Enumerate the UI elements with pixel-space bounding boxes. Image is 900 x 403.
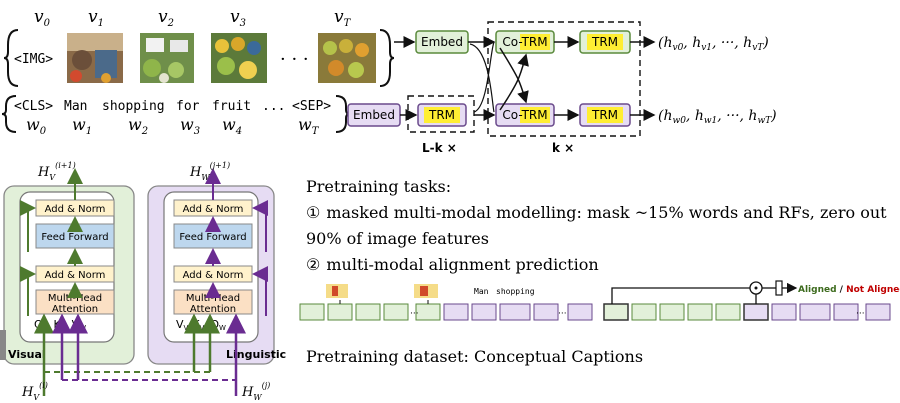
image-region-2 bbox=[140, 33, 194, 83]
trm-visual-label: TRM bbox=[591, 35, 618, 49]
svg-text:···: ··· bbox=[558, 309, 567, 319]
task1-continuation: 90% of image features bbox=[306, 229, 489, 248]
word-for: for bbox=[176, 99, 200, 114]
image-region-3 bbox=[211, 33, 267, 83]
token-w1: w1 bbox=[72, 115, 92, 137]
token-strip: Man shopping ··· ··· ··· Ali bbox=[299, 280, 900, 321]
co-trm-visual-label: Co-TRM bbox=[502, 35, 547, 49]
image-region-T bbox=[318, 33, 376, 83]
word-shopping: shopping bbox=[102, 99, 165, 114]
image-region-1 bbox=[67, 33, 123, 83]
visual-mha-label2: Attention bbox=[52, 304, 98, 315]
word-fruit: fruit bbox=[212, 99, 251, 114]
token-vT: vT bbox=[334, 7, 352, 29]
ling-feed-forward-label: Feed Forward bbox=[179, 232, 246, 243]
visual-feed-forward-label: Feed Forward bbox=[41, 232, 108, 243]
h-out-visual: HV(i+1) bbox=[37, 161, 76, 182]
ling-add-norm-top-label: Add & Norm bbox=[183, 204, 244, 215]
svg-text:···: ··· bbox=[856, 309, 865, 319]
output-visual: (hv0, hv1, ···, hvT) bbox=[658, 35, 769, 53]
visual-token-row: v0 v1 v2 v3 vT <IMG> · · · bbox=[3, 7, 395, 87]
lk-label: L-k × bbox=[422, 141, 457, 155]
visual-add-norm-top-label: Add & Norm bbox=[45, 204, 106, 215]
token-v3: v3 bbox=[230, 7, 246, 29]
co-attention-blocks: Visual Linguistic Add & Norm Feed Forwar… bbox=[0, 161, 286, 402]
img-tag: <IMG> bbox=[14, 52, 53, 67]
h-out-word: HW(j+1) bbox=[189, 161, 230, 182]
text-token-row: <CLS> Man shopping for fruit ... <SEP> w… bbox=[1, 95, 351, 137]
pipeline: Embed Embed TRM L-k × k × Co-TRM TRM Co-… bbox=[346, 21, 777, 155]
co-trm-text-label: Co-TRM bbox=[502, 108, 547, 122]
tag-sep: <SEP> bbox=[292, 99, 331, 114]
embed-text-label: Embed bbox=[353, 108, 395, 122]
ling-mha-label2: Attention bbox=[190, 304, 236, 315]
visual-add-norm-bottom-label: Add & Norm bbox=[45, 270, 106, 281]
tasks-heading: Pretraining tasks: bbox=[306, 177, 451, 196]
token-v1: v1 bbox=[88, 7, 104, 29]
dataset-line: Pretraining dataset: Conceptual Captions bbox=[306, 347, 643, 366]
embed-visual-label: Embed bbox=[421, 35, 463, 49]
ling-mha-label1: Multi-Head bbox=[186, 293, 240, 304]
strip-word-shopping: shopping bbox=[496, 287, 535, 296]
trm-text-2-label: TRM bbox=[591, 108, 618, 122]
token-v0: v0 bbox=[34, 7, 51, 29]
k-label: k × bbox=[552, 141, 574, 155]
trm-text-label: TRM bbox=[428, 108, 455, 122]
output-word: (hw0, hw1, ···, hwT) bbox=[658, 108, 777, 126]
strip-left: Man shopping ··· ··· bbox=[299, 284, 593, 321]
h-in-word: HW(j) bbox=[241, 381, 270, 402]
token-wT: wT bbox=[298, 115, 320, 137]
word-man: Man bbox=[64, 99, 87, 114]
strip-word-man: Man bbox=[474, 287, 489, 296]
token-w4: w4 bbox=[222, 115, 242, 137]
classifier-layer bbox=[775, 280, 783, 296]
tag-cls: <CLS> bbox=[14, 99, 53, 114]
token-w0: w0 bbox=[26, 115, 47, 137]
visual-mha-label1: Multi-Head bbox=[48, 293, 102, 304]
strip-right: ··· Aligned / Not Aligned bbox=[603, 280, 900, 321]
alignment-label: Aligned / Not Aligned bbox=[798, 285, 900, 295]
token-w3: w3 bbox=[180, 115, 200, 137]
svg-text:···: ··· bbox=[410, 309, 419, 319]
image-ellipsis: · · · bbox=[280, 49, 309, 70]
h-in-visual: HV(i) bbox=[21, 381, 48, 402]
ling-add-norm-bottom-label: Add & Norm bbox=[183, 270, 244, 281]
linguistic-label: Linguistic bbox=[226, 348, 286, 361]
visual-label: Visual bbox=[8, 348, 46, 361]
token-v2: v2 bbox=[158, 7, 174, 29]
token-w2: w2 bbox=[128, 115, 148, 137]
word-ellipsis: ... bbox=[262, 99, 285, 114]
